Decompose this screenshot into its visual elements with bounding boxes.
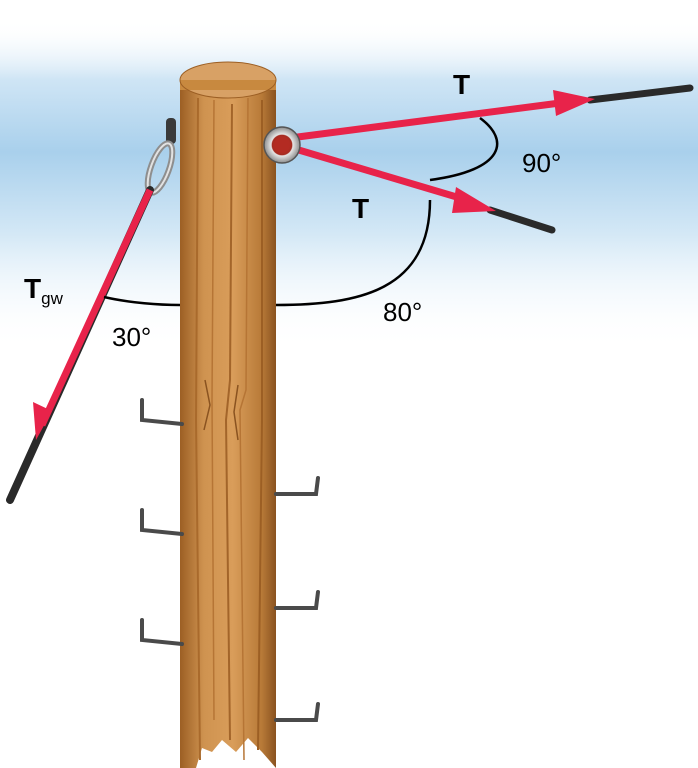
label-guy-wire-tension: Tgw bbox=[24, 273, 64, 308]
insulator bbox=[263, 126, 301, 164]
lower-wire-arrowhead bbox=[452, 187, 496, 213]
arc-80 bbox=[275, 199, 432, 307]
label-angle-30: 30° bbox=[112, 322, 151, 352]
arc-90 bbox=[429, 116, 499, 182]
step-right-1 bbox=[274, 476, 320, 496]
label-angle-80: 80° bbox=[383, 297, 422, 327]
sky-background bbox=[0, 20, 698, 350]
lower-wire bbox=[291, 144, 556, 234]
label-tension-lower: T bbox=[352, 193, 369, 224]
upper-wire bbox=[289, 84, 694, 142]
guy-wire-arrowhead bbox=[33, 402, 52, 440]
step-left-1 bbox=[140, 398, 184, 426]
climbing-steps bbox=[140, 398, 320, 722]
guy-wire bbox=[6, 186, 154, 504]
step-left-2 bbox=[140, 508, 184, 536]
angle-arcs bbox=[103, 116, 499, 307]
label-tension-upper: T bbox=[453, 69, 470, 100]
step-right-2 bbox=[274, 590, 320, 610]
step-left-3 bbox=[140, 618, 184, 646]
step-right-3 bbox=[274, 702, 320, 722]
utility-pole bbox=[179, 61, 277, 768]
upper-wire-arrowhead bbox=[553, 90, 595, 116]
label-guy-wire-symbol: T bbox=[24, 273, 41, 304]
label-guy-wire-subscript: gw bbox=[41, 289, 63, 308]
arc-30 bbox=[103, 295, 181, 307]
label-angle-90: 90° bbox=[522, 148, 561, 178]
